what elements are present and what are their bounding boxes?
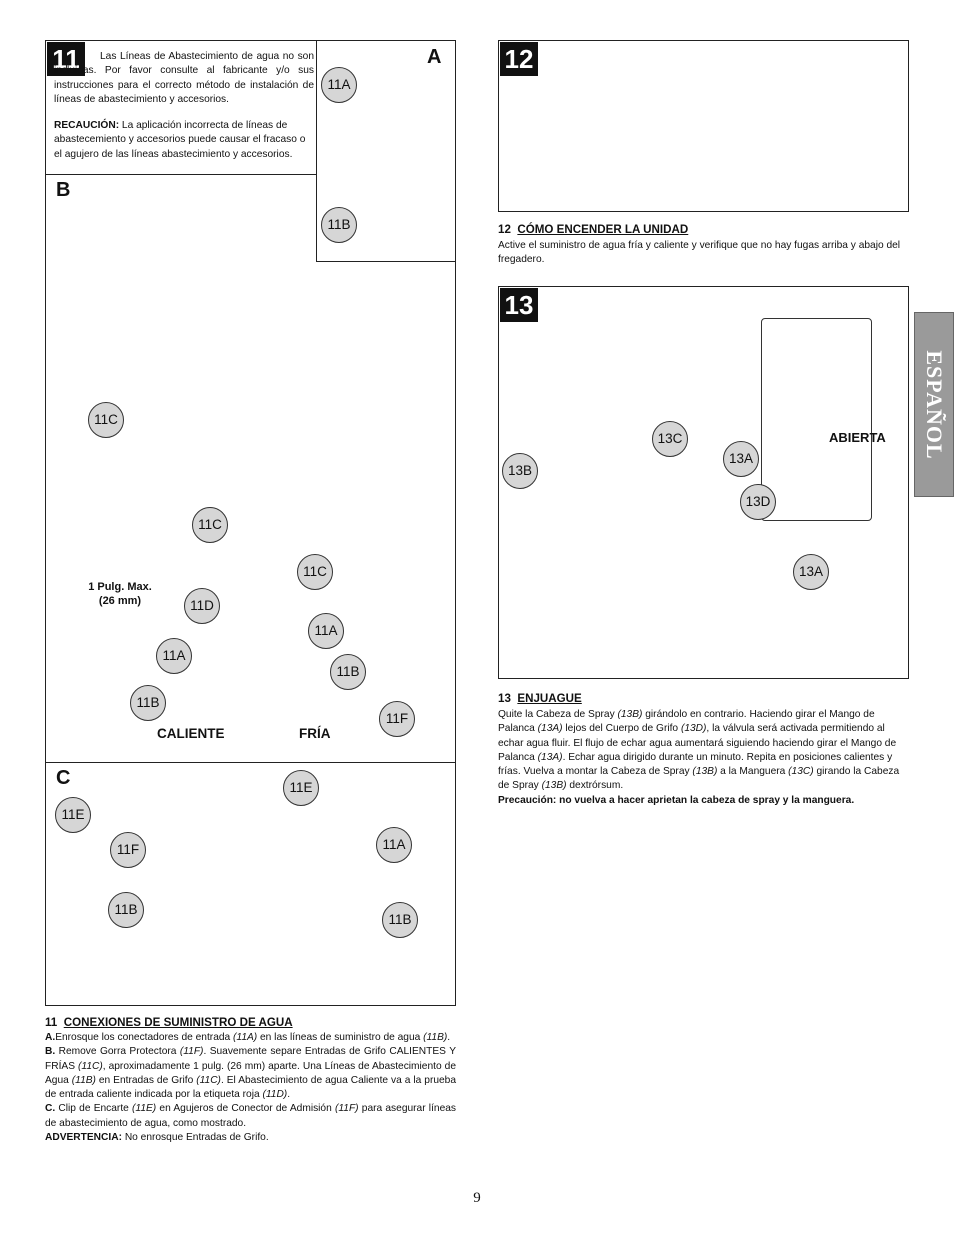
callout-13d: 13D: [740, 484, 776, 520]
callout-11e-c-right: 11E: [283, 770, 319, 806]
step12-number: 12: [500, 42, 538, 76]
step12-body: Active el suministro de agua fría y cali…: [498, 240, 901, 266]
callout-11f-c: 11F: [110, 832, 146, 868]
panel-c-divider: [45, 762, 456, 763]
callout-11a-c: 11A: [376, 827, 412, 863]
step11-number: 11: [47, 42, 85, 76]
callout-11a-b-right: 11A: [308, 613, 344, 649]
callout-13a-main: 13A: [793, 554, 829, 590]
page-number: 9: [473, 1190, 481, 1206]
panel-b-letter: B: [56, 179, 71, 201]
step13-number: 13: [500, 288, 538, 322]
callout-13c: 13C: [652, 421, 688, 457]
callout-11a-panel-a: 11A: [321, 67, 357, 103]
step13-title: 13 ENJUAGUE: [498, 692, 582, 705]
step11-warning: ADVERTENCIA: No enrosque Entradas de Gri…: [45, 1132, 269, 1144]
callout-11b-c-left: 11B: [108, 892, 144, 928]
panel-b-divider: [45, 174, 317, 175]
panel-b-vline: [316, 174, 317, 262]
callout-11c-inlet-right: 11C: [297, 554, 333, 590]
hot-label: CALIENTE: [157, 726, 225, 741]
step13-body: Quite la Cabeza de Spray (13B) girándolo…: [498, 708, 903, 808]
callout-11c-spray: 11C: [88, 402, 124, 438]
language-tab: ESPAÑOL: [914, 312, 954, 497]
callout-11e-c-left: 11E: [55, 797, 91, 833]
measure-label: 1 Pulg. Max. (26 mm): [88, 581, 152, 607]
caution-label: RECAUCIÓN:: [54, 120, 120, 131]
step11-title: 11 CONEXIONES DE SUMINISTRO DE AGUA: [45, 1016, 293, 1029]
callout-13a-inset: 13A: [723, 441, 759, 477]
step11-a: A.Enrosque los conectadores de entrada (…: [45, 1032, 451, 1043]
callout-11f: 11F: [379, 701, 415, 737]
callout-11b-b-right: 11B: [330, 654, 366, 690]
step12-figure: [498, 40, 909, 212]
step13-precaution: Precaución: no vuelva a hacer aprietan l…: [498, 794, 855, 806]
step11-body: A.Enrosque los conectadores de entrada (…: [45, 1031, 456, 1145]
callout-13b: 13B: [502, 453, 538, 489]
step11-c: C. Clip de Encarte (11E) en Agujeros de …: [45, 1103, 456, 1129]
language-tab-label: ESPAÑOL: [922, 349, 947, 460]
step11-b: B. Remove Gorra Protectora (11F). Suavem…: [45, 1046, 457, 1101]
step11-figure: [45, 40, 456, 1006]
panel-c-letter: C: [56, 767, 71, 789]
callout-11c-inlet: 11C: [192, 507, 228, 543]
callout-11a-b-left: 11A: [156, 638, 192, 674]
callout-11b-panel-a: 11B: [321, 207, 357, 243]
callout-11b-b-left: 11B: [130, 685, 166, 721]
caution-text: RECAUCIÓN: La aplicación incorrecta de l…: [54, 120, 306, 160]
step13-figure: [498, 286, 909, 679]
callout-11d: 11D: [184, 588, 220, 624]
step13-inset: [761, 318, 872, 521]
open-label: ABIERTA: [829, 430, 886, 445]
panel-a-letter: A: [427, 46, 442, 68]
callout-11b-c-right: 11B: [382, 902, 418, 938]
cold-label: FRÍA: [299, 726, 331, 741]
step12-title: 12 CÓMO ENCENDER LA UNIDAD: [498, 223, 689, 236]
intro-text: Las Líneas de Abastecimiento de agua no …: [54, 51, 314, 105]
